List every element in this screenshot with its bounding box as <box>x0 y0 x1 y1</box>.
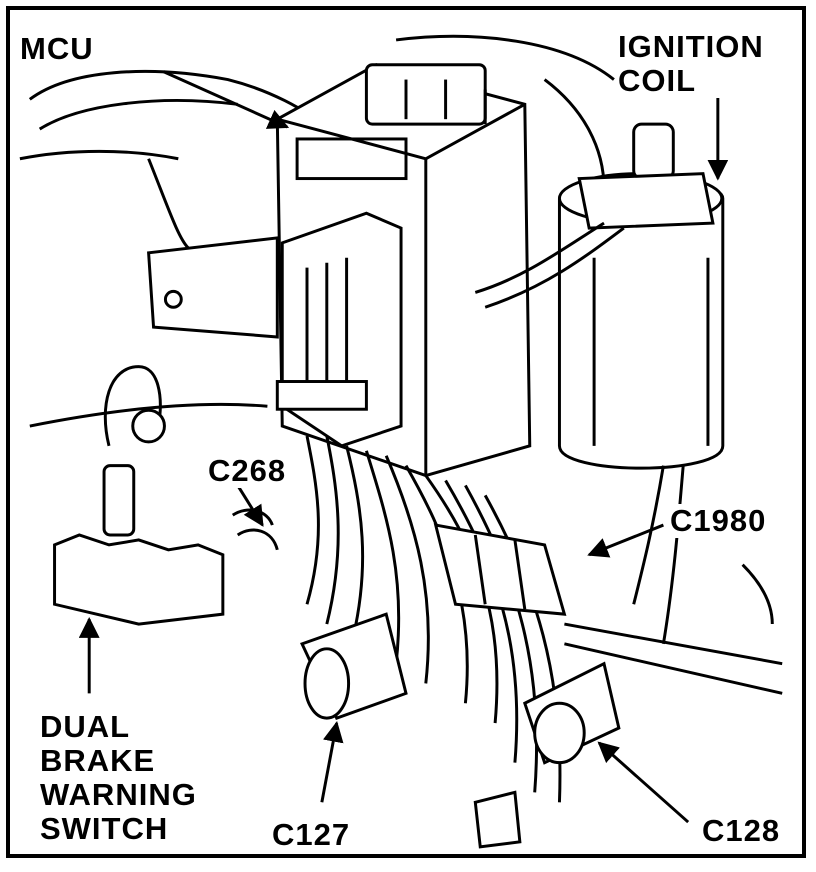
label-dual-brake-line-2: BRAKE <box>40 743 156 779</box>
label-mcu-text: MCU <box>20 31 94 66</box>
label-c1980: C1980 <box>670 503 767 539</box>
arrow-c127 <box>320 721 344 803</box>
label-ignition-coil: IGNITION COIL <box>618 29 764 99</box>
mcu-bracket <box>147 236 279 339</box>
arrow-mcu <box>162 70 290 129</box>
label-mcu: MCU <box>20 31 94 67</box>
label-dual-brake-line-4: SWITCH <box>40 811 169 847</box>
label-dual-brake-warning-switch: DUAL BRAKE WARNING SWITCH <box>40 709 197 847</box>
diagram-frame: MCU IGNITION COIL C268 C1980 DUAL BRAKE … <box>6 6 806 858</box>
label-c127-text: C127 <box>272 817 351 852</box>
dual-brake-switch <box>53 365 225 626</box>
coil-wires <box>474 221 685 645</box>
label-c268-text: C268 <box>208 453 287 488</box>
arrow-c268 <box>236 484 264 527</box>
arrow-c128 <box>597 741 690 824</box>
arrow-c1980 <box>587 523 664 558</box>
ignition-coil <box>557 122 725 470</box>
firewall-lines <box>29 402 783 695</box>
callout-arrows <box>78 70 729 824</box>
mcu-connector <box>275 211 403 448</box>
engine-bay-illustration <box>19 34 783 849</box>
label-c128-text: C128 <box>702 813 781 848</box>
connector-c127 <box>300 612 408 720</box>
connector-c1980 <box>433 523 567 616</box>
wire-harness <box>305 435 562 803</box>
label-c127: C127 <box>272 817 351 853</box>
label-c268: C268 <box>208 453 287 489</box>
harness-wrap <box>473 790 522 849</box>
label-c128: C128 <box>702 813 781 849</box>
connector-c128 <box>522 661 621 765</box>
label-c1980-text: C1980 <box>670 503 767 538</box>
label-dual-brake-line-3: WARNING <box>40 777 197 813</box>
label-ignition-line-2: COIL <box>618 63 697 99</box>
label-dual-brake-line-1: DUAL <box>40 709 131 744</box>
label-ignition-line-1: IGNITION <box>618 29 764 64</box>
